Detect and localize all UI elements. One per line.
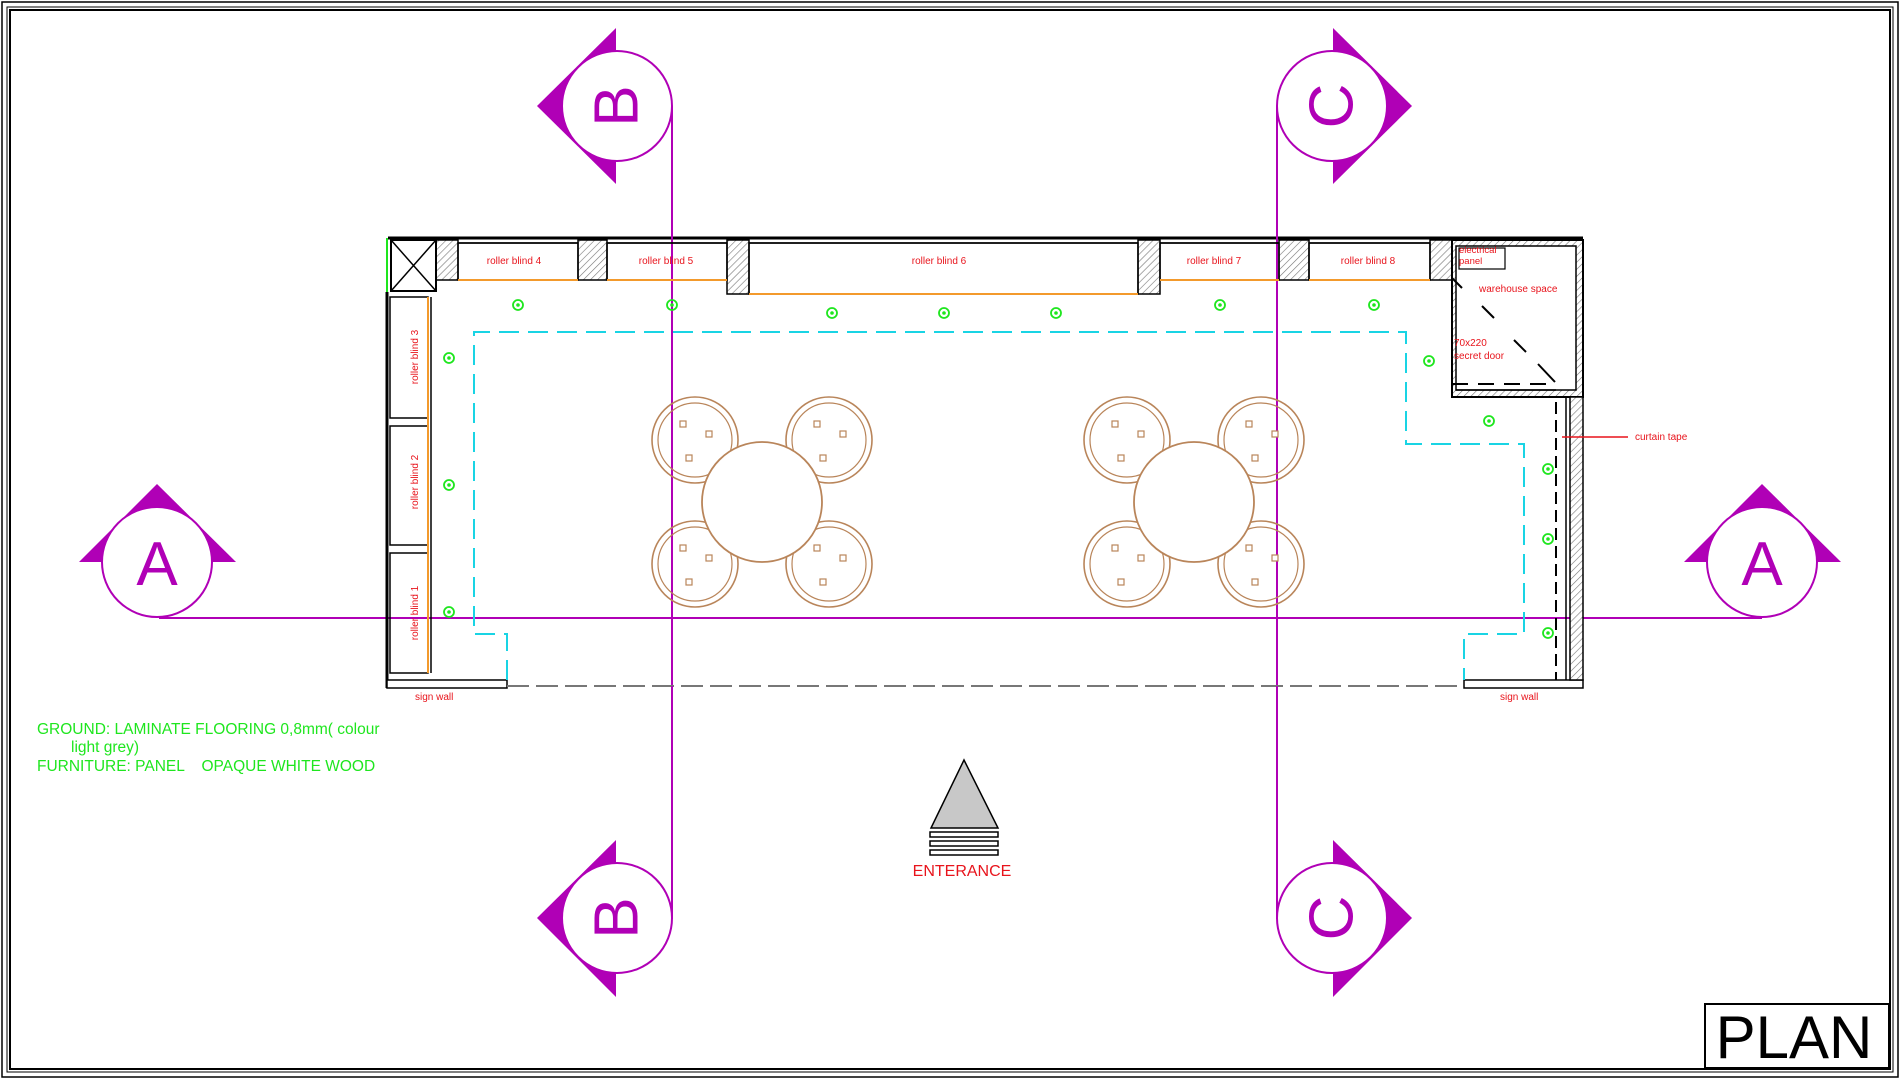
section-label: B — [583, 897, 652, 938]
light-point-icon — [1542, 533, 1554, 545]
roller-blind-3-label: roller blind 3 — [410, 329, 421, 384]
electrical-panel-label: electrical panel — [1459, 245, 1497, 267]
table-group-left — [651, 396, 873, 608]
sign-wall-left-label: sign wall — [415, 692, 453, 703]
roller-blind-1-label: roller blind 1 — [410, 585, 421, 640]
light-point-icon — [938, 307, 950, 319]
title-block: PLAN — [1704, 1003, 1890, 1071]
curtain-tape-label: curtain tape — [1635, 432, 1688, 443]
secret-door-label: secret door — [1454, 351, 1505, 362]
light-point-icon — [1542, 627, 1554, 639]
light-point-icon — [512, 299, 524, 311]
light-point-icon — [1483, 415, 1495, 427]
plan-title: PLAN — [1716, 1004, 1873, 1071]
ground-note-line1: GROUND: LAMINATE FLOORING 0,8mm( colour — [37, 721, 379, 738]
section-marker-a-left: A — [79, 484, 236, 618]
light-point-icon — [1050, 307, 1062, 319]
light-point-icon — [826, 307, 838, 319]
roller-blind-4-label: roller blind 4 — [487, 256, 542, 267]
light-point-icon — [1214, 299, 1226, 311]
wall-pier — [1278, 239, 1310, 281]
chair-icon — [651, 520, 739, 608]
section-label: A — [136, 530, 178, 599]
section-marker-b-top: B — [537, 28, 673, 184]
chair-icon — [651, 396, 739, 484]
round-table-icon — [1133, 441, 1255, 563]
light-point-icon — [1368, 299, 1380, 311]
section-marker-c-top: C — [1276, 28, 1412, 184]
section-marker-b-bottom: B — [537, 840, 673, 997]
furniture — [651, 396, 1305, 608]
round-table-icon — [701, 441, 823, 563]
ground-note-line2: light grey) — [71, 739, 139, 756]
entrance-marker: ENTERANCE — [913, 758, 1012, 880]
chair-icon — [1083, 396, 1171, 484]
sign-wall-right-label: sign wall — [1500, 692, 1538, 703]
roller-blind-2-label: roller blind 2 — [410, 454, 421, 509]
section-label: C — [1298, 84, 1367, 129]
light-point-icon — [443, 352, 455, 364]
dashed-zone-outline — [473, 331, 1525, 680]
table-group-right — [1083, 396, 1305, 608]
roller-blind-7-label: roller blind 7 — [1187, 256, 1242, 267]
light-point-icon — [666, 299, 678, 311]
entrance-label: ENTERANCE — [913, 863, 1012, 880]
wall-pier — [726, 239, 750, 295]
roller-blind-6-label: roller blind 6 — [912, 256, 967, 267]
wall-pier — [577, 239, 608, 281]
chair-icon — [785, 520, 873, 608]
roller-blind-8-label: roller blind 8 — [1341, 256, 1396, 267]
roller-blind-5-label: roller blind 5 — [639, 256, 694, 267]
chair-icon — [785, 396, 873, 484]
chair-icon — [1217, 396, 1305, 484]
warehouse-space-label: warehouse space — [1478, 284, 1558, 295]
blind-tracks — [427, 279, 1430, 673]
wall-pier — [1137, 239, 1161, 295]
section-marker-c-bottom: C — [1276, 840, 1412, 997]
electrical-panel-box — [1458, 247, 1506, 270]
secret-door-size-label: 70x220 — [1454, 338, 1487, 349]
light-point-icon — [1542, 463, 1554, 475]
light-point-icon — [443, 479, 455, 491]
section-marker-a-right: A — [1684, 484, 1841, 618]
lighting-points — [443, 299, 1554, 639]
wall-pier — [435, 239, 459, 281]
walls — [385, 236, 1584, 689]
section-label: C — [1298, 896, 1367, 941]
furniture-note: FURNITURE: PANEL OPAQUE WHITE WOOD — [37, 758, 375, 775]
chair-icon — [1217, 520, 1305, 608]
light-point-icon — [1423, 355, 1435, 367]
plan-labels: roller blind 4 roller blind 5 roller bli… — [410, 245, 1688, 703]
section-label: B — [583, 85, 652, 126]
material-notes: GROUND: LAMINATE FLOORING 0,8mm( colour … — [37, 721, 379, 775]
light-point-icon — [443, 606, 455, 618]
chair-icon — [1083, 520, 1171, 608]
section-label: A — [1741, 530, 1783, 599]
